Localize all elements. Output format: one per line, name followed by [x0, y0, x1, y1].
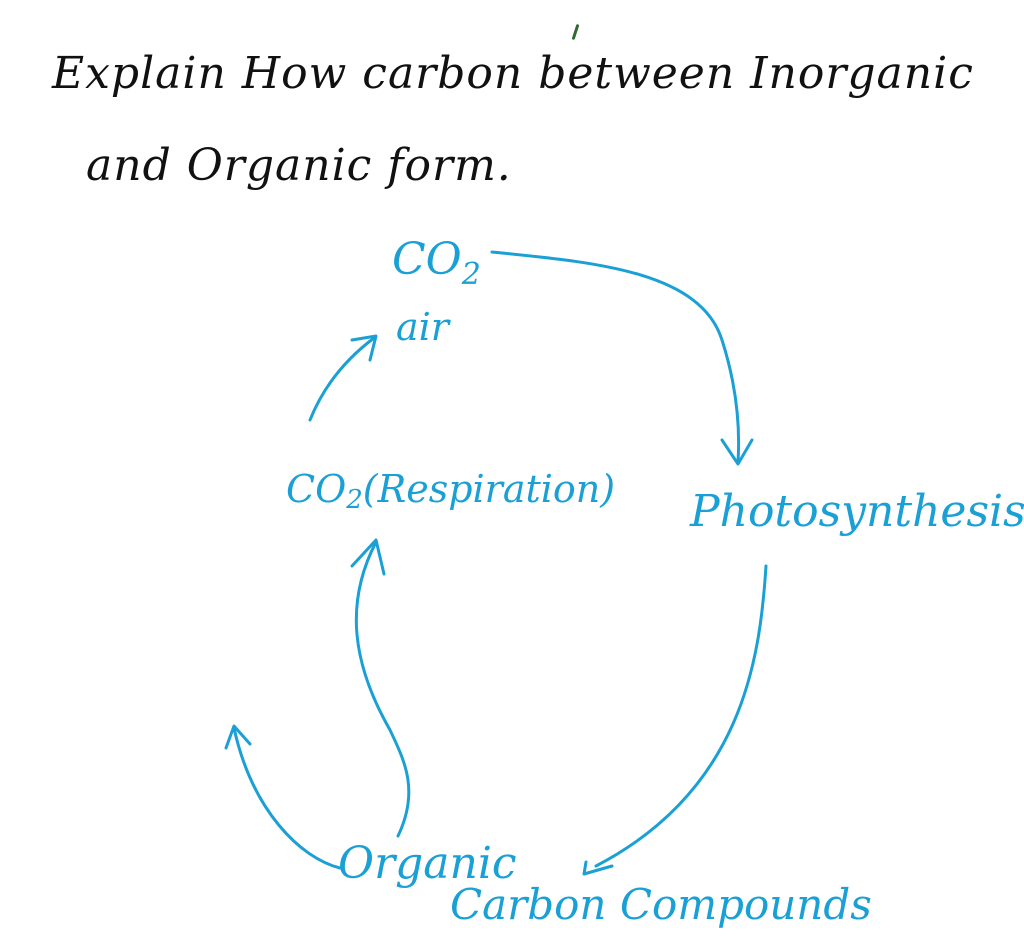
arrow-respiration-to-air — [308, 336, 376, 422]
arrow-organic-to-respiration — [354, 540, 411, 838]
question-line-1: Explain How carbon between Inorganic — [52, 48, 974, 99]
arrow-air-to-photosynthesis — [490, 250, 741, 464]
photosynthesis-label: Photosynthesis — [690, 486, 1024, 537]
arrowhead-organic-to-respiration — [350, 538, 386, 576]
question-text: Explain How carbon between Inorganic and… — [52, 28, 1002, 212]
co2-air-main: CO — [392, 234, 462, 285]
respiration-main: CO — [286, 467, 347, 511]
respiration-label: CO2(Respiration) — [286, 470, 615, 513]
question-line-2: and Organic form. — [86, 140, 512, 191]
arrowhead-air-to-photosynthesis — [720, 438, 754, 466]
arrowhead-photosynthesis-to-compounds — [582, 860, 614, 876]
air-label: air — [396, 305, 449, 349]
arrowhead-organic-outward — [224, 724, 252, 750]
carbon-compounds-label: Carbon Compounds — [450, 880, 872, 929]
arrow-photosynthesis-to-compounds — [594, 564, 768, 868]
respiration-subscript: 2 — [346, 485, 363, 515]
co2-air-subscript: 2 — [461, 257, 481, 292]
organic-label: Organic — [338, 838, 517, 889]
arrowhead-respiration-to-air — [350, 334, 378, 362]
arrow-organic-outward — [232, 726, 342, 870]
co2-air-label: CO2 — [392, 238, 481, 290]
respiration-rest: (Respiration) — [362, 467, 616, 511]
